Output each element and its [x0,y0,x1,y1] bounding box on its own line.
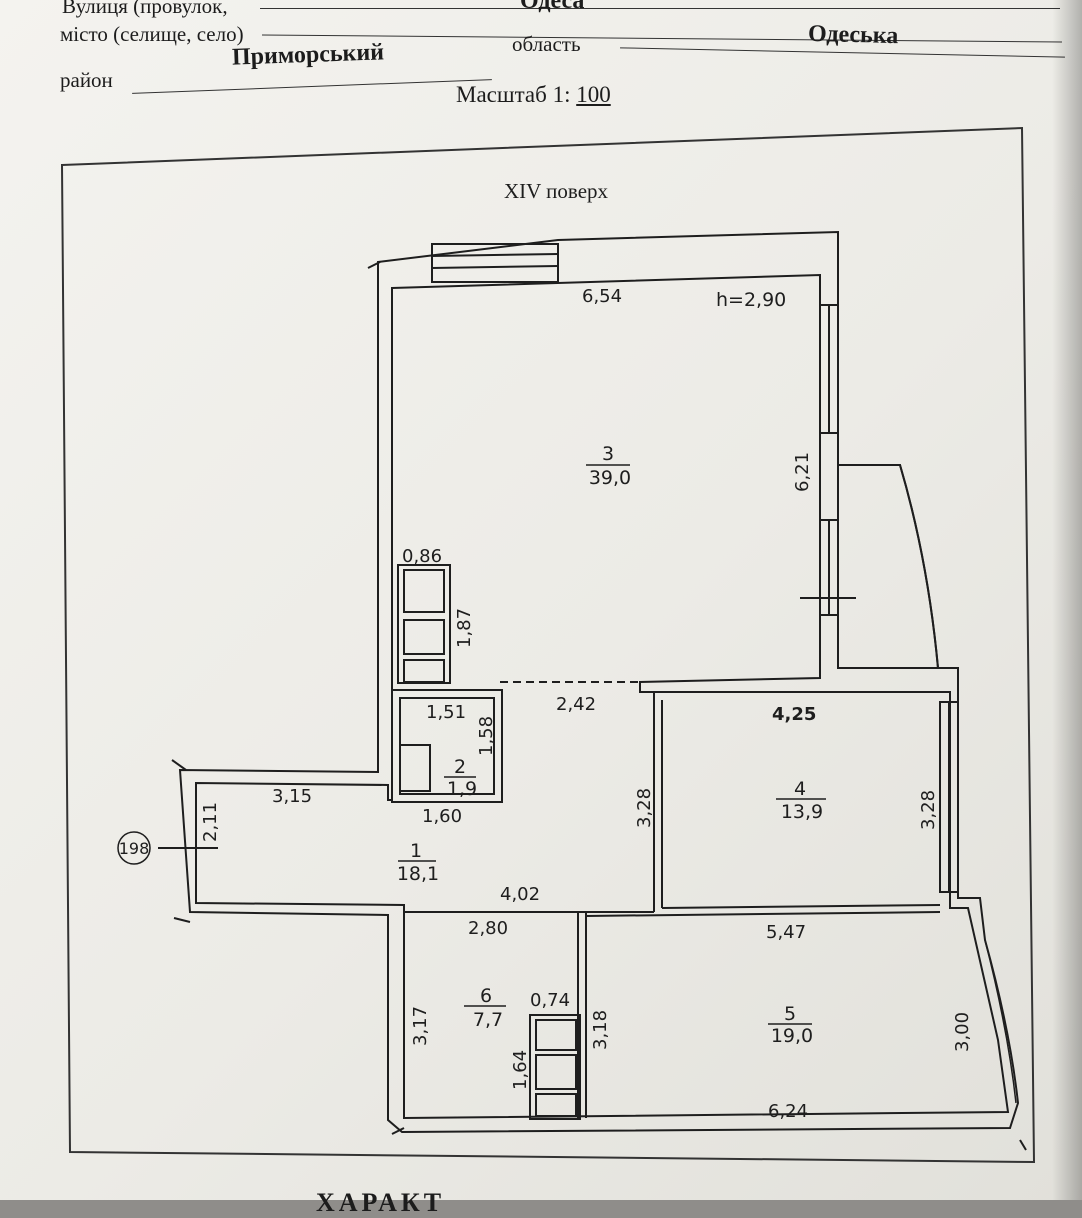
footer-heading-fragment: ХАРАКТ [316,1188,446,1217]
dim-3-00: 3,00 [952,1012,973,1052]
dim-1-64: 1,64 [510,1050,531,1090]
dim-3-18: 3,18 [590,1010,611,1050]
page-edge-shadow [1052,0,1082,1200]
dim-4-02: 4,02 [500,884,540,905]
dim-2-11: 2,11 [200,802,221,842]
inner-wall [195,273,1010,1120]
dim-3-17: 3,17 [410,1006,431,1046]
section-marker-circle [117,831,151,865]
floor-title: XIV поверх [504,179,609,203]
room-1-area: 18,1 [397,863,439,885]
window-top [431,243,559,283]
balcony [837,464,940,669]
dim-3-28-corridor: 3,28 [634,788,655,828]
room-3-number: 3 [602,443,614,465]
dim-3-28-room4: 3,28 [918,790,939,830]
street-underline [260,8,1060,9]
dim-2-80: 2,80 [468,918,508,939]
room-2-number: 2 [454,756,466,778]
ceiling-height: h=2,90 [716,289,786,311]
dim-1-60: 1,60 [422,806,462,827]
dim-0-74: 0,74 [530,990,570,1011]
dim-6-24: 6,24 [768,1101,808,1122]
dim-6-54: 6,54 [582,286,622,307]
dim-3-15: 3,15 [272,786,312,807]
scale-value: 100 [576,82,611,107]
scale-label: Масштаб 1: [456,82,571,107]
region-label: область [512,32,581,56]
room-2-area: 1,9 [447,778,477,800]
city-label: місто (селище, село) [60,22,244,46]
dim-5-47: 5,47 [766,922,806,943]
dim-4-25: 4,25 [772,704,816,725]
wardrobe-room3 [397,564,451,684]
dim-1-51: 1,51 [426,702,466,723]
room-1-number: 1 [410,840,422,862]
fixture-room2 [399,744,431,792]
room-4-number: 4 [794,778,806,800]
plan-frame [60,126,1036,1164]
scale-caption: Масштаб 1: 100 [456,82,611,108]
district-label: район [60,68,113,92]
dim-6-21: 6,21 [792,452,813,492]
dim-1-87: 1,87 [454,608,475,648]
room-6-area: 7,7 [473,1009,503,1031]
room-5-area: 19,0 [771,1025,813,1047]
room-4-area: 13,9 [781,801,823,823]
city-value: Одеса [520,0,585,14]
room-6-number: 6 [480,985,492,1007]
room-5-number: 5 [784,1003,796,1025]
room2-walls [391,689,503,803]
section-marker: 198 [119,839,150,858]
dim-1-58: 1,58 [476,716,497,756]
street-label: Вулиця (провулок, [62,0,228,18]
room-3-area: 39,0 [589,467,631,489]
dim-0-86: 0,86 [402,546,442,567]
dim-2-42: 2,42 [556,694,596,715]
wardrobe-room6 [529,1014,581,1120]
